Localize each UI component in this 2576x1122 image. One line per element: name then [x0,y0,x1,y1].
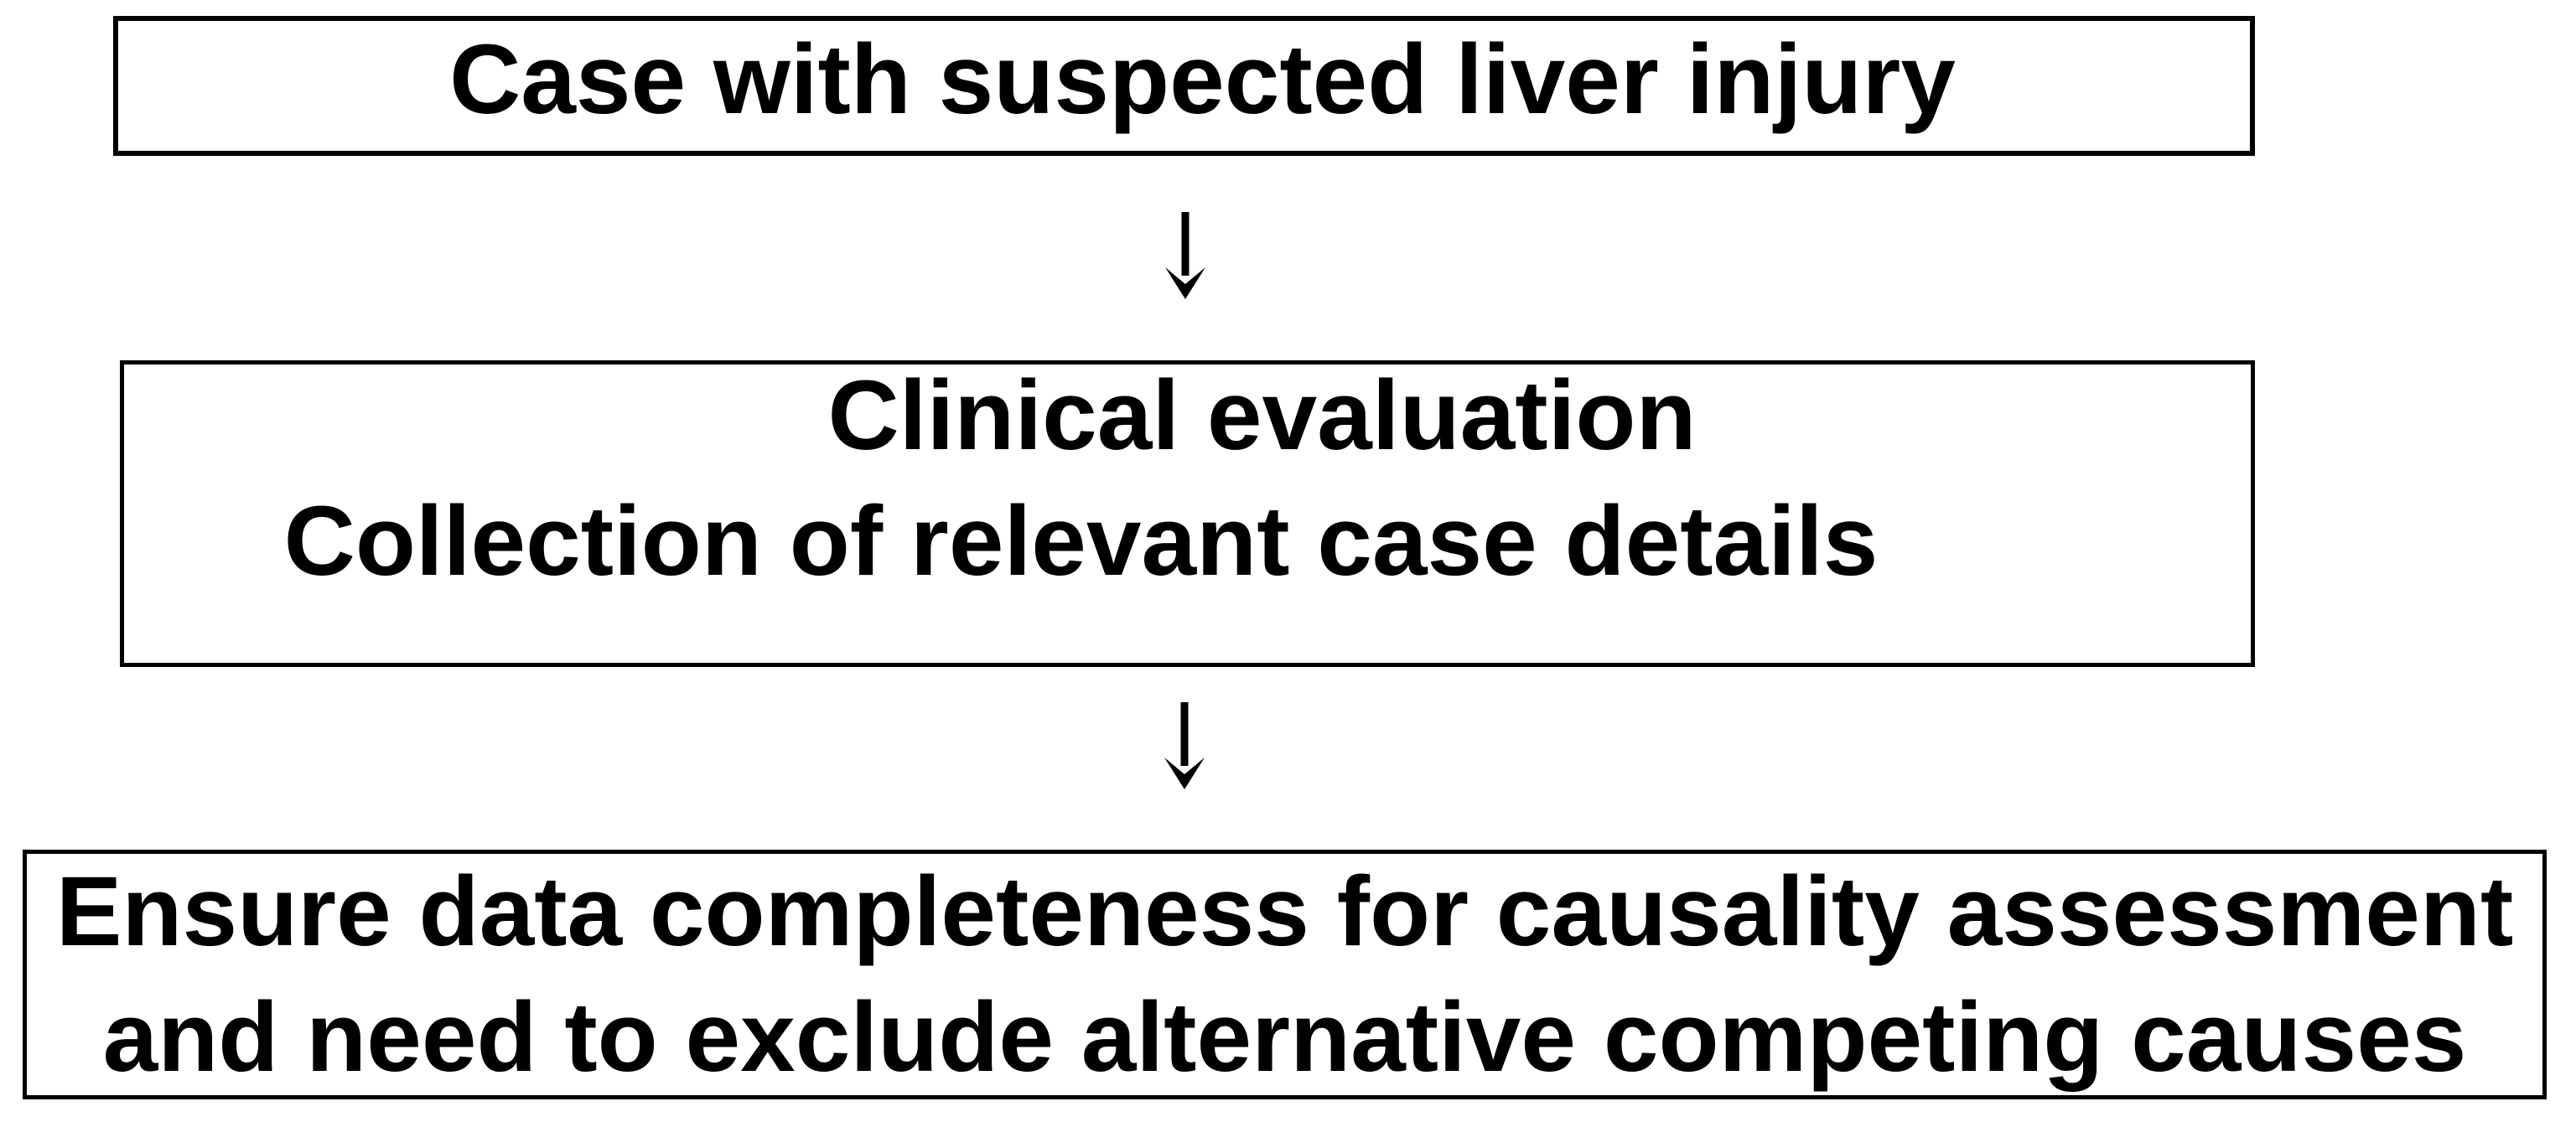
down-arrow-icon [1165,212,1205,299]
flow-box-data-completeness: Ensure data completeness for causality a… [23,850,2547,1099]
case-details-line: Collection of relevant case details [283,486,1879,597]
flow-box-suspected-case: Case with suspected liver injury [113,16,2255,156]
data-completeness-line: Ensure data completeness for causality a… [55,856,2514,967]
flow-box-clinical-evaluation-text: Clinical evaluation Collection of releva… [124,353,2251,604]
flow-box-suspected-case-text: Case with suspected liver injury [449,24,1956,135]
flow-box-clinical-evaluation: Clinical evaluation Collection of releva… [120,360,2255,667]
clinical-evaluation-line: Clinical evaluation [827,360,1697,471]
exclude-causes-line: and need to exclude alternative competin… [102,982,2467,1093]
down-arrow-icon [1164,702,1205,789]
